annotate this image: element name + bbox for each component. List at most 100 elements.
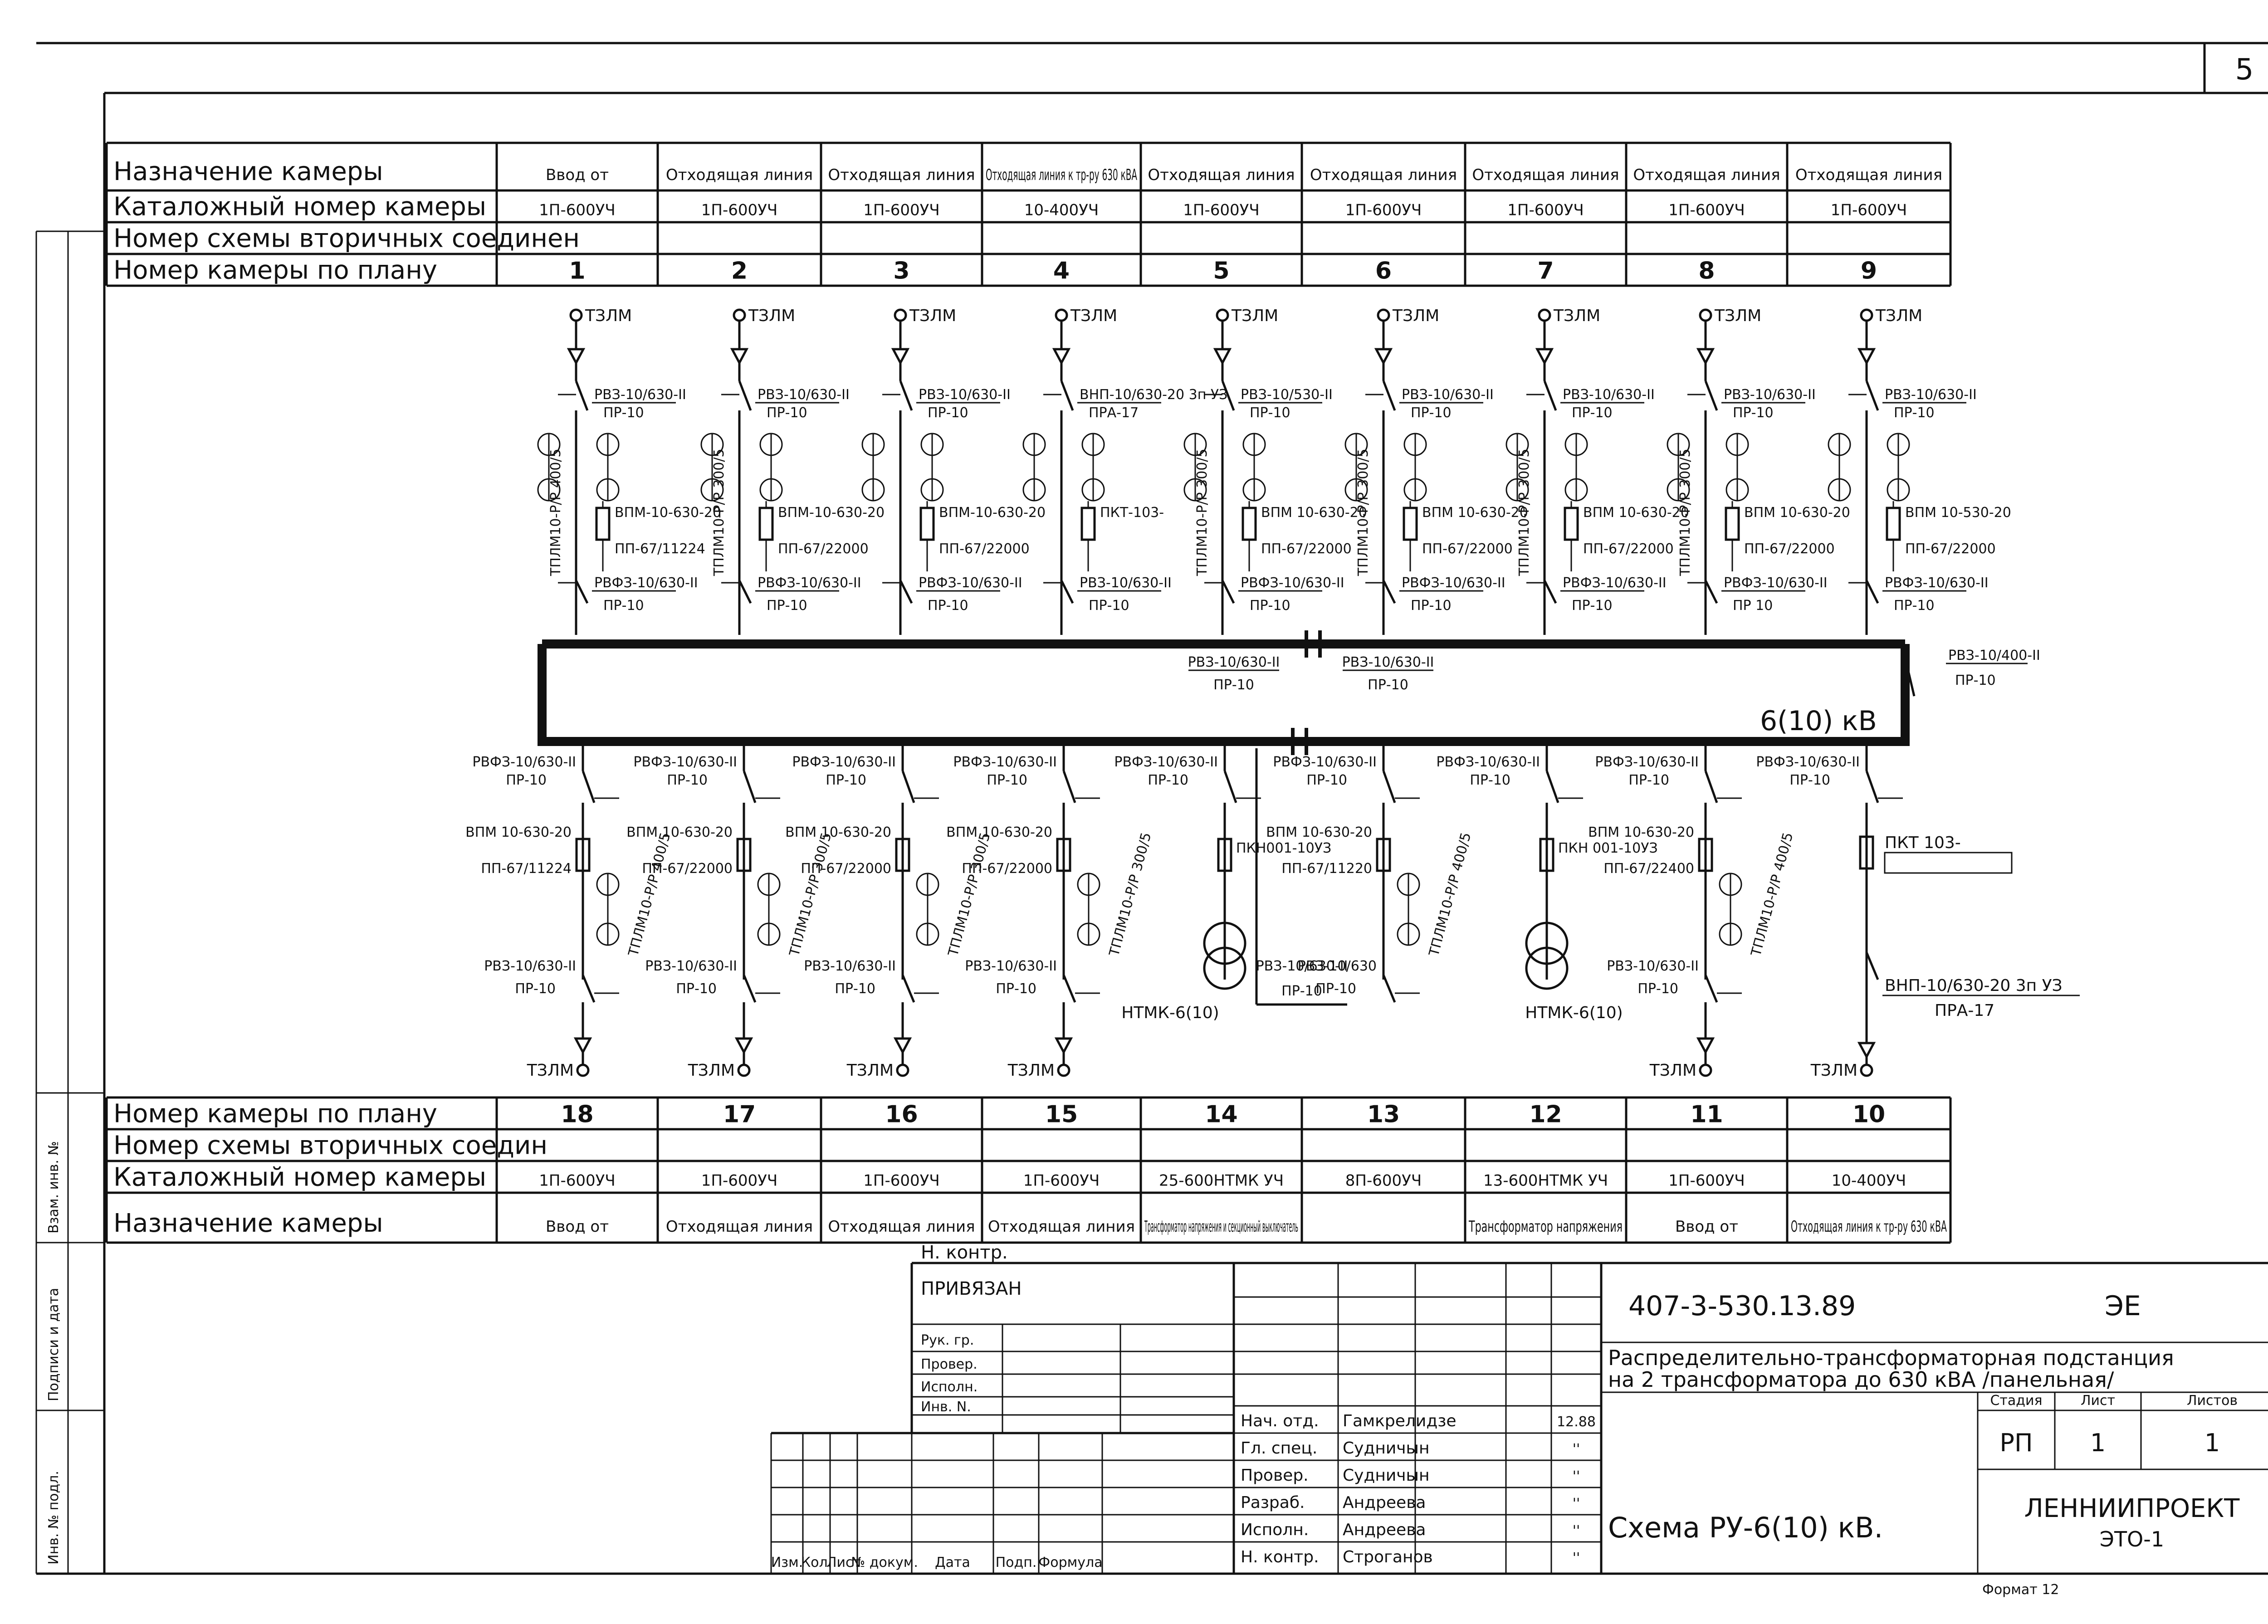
cable-end-icon [567,348,586,366]
current-transformer-label: ТПЛМ10-Р/Р 400/5 [1748,831,1797,958]
project-title-line1: Распределительно-трансформаторная подста… [1608,1346,2174,1370]
circuit-breaker-icon [1242,507,1257,541]
drive-label: ПП-67/11224 [615,541,705,557]
upper-switch-label: РВЗ-10/630-II [1402,387,1494,403]
cable-sensor-label: ТЗЛМ [585,307,632,325]
cable-sensor-label: ТЗЛМ [1649,1061,1696,1080]
drive-label: ПП-67/11220 [1281,861,1372,877]
cable-end-icon [573,1037,592,1055]
signer-role: Гл. спец. [1241,1439,1317,1458]
lower-switch-label: РВФЗ-10/630-II [1241,575,1344,591]
signer-name: Строганов [1343,1548,1433,1566]
lower-fuse-label: ПР-10 [1250,598,1290,614]
voltage-transformer-icon [1203,922,1246,965]
disconnector-blade [1060,580,1074,604]
cable-sensor-icon [733,308,746,322]
cable-sensor-icon [1055,308,1068,322]
lower-fuse-label: ПР-10 [996,981,1036,997]
top-catalog-cell: 1П-600УЧ [1345,201,1422,219]
top-number-cell: 4 [1053,258,1070,285]
signer-role: Провер. [1241,1466,1309,1485]
voltage-transformer-icon [1203,946,1246,990]
drive-label: ПП-67/11224 [481,861,572,877]
disconnector-blade [1382,771,1396,803]
top-purpose-cell: Отходящая линия [1795,166,1942,184]
bottom-purpose-cell: Отходящая линия [988,1218,1135,1236]
revision-header: Формула [1038,1555,1102,1570]
upper-fuse-label: ПР-10 [1306,772,1347,788]
cable-end-icon [891,348,910,366]
top-catalog-cell: 1П-600УЧ [1831,201,1907,219]
revision-header: Кол. [801,1555,832,1570]
disconnector-blade [575,580,589,604]
lower-fuse-label: ПР-10 [928,598,968,614]
top-purpose-cell: Отходящая линия [666,166,813,184]
title-block: Н. контр. ПРИВЯЗАН Рук. гр. Провер. Испо… [770,1242,2268,1598]
lower-fuse-label: ПР-10 [1894,598,1935,614]
disconnector-blade [1865,580,1879,604]
circuit-breaker-icon [1564,507,1579,541]
bottom-row-label-number: Номер камеры по плану [113,1099,437,1129]
bottom-purpose-cell: Отходящая линия [828,1218,975,1236]
upper-fuse-label: ПР-10 [1470,772,1510,788]
signer-role: Н. контр. [1241,1548,1319,1566]
disconnector-blade [1060,380,1074,411]
top-purpose-cell: Отходящая линия [828,166,975,184]
fuse-label: ПКН 001-10УЗ [1558,840,1658,856]
cable-sensor-icon [576,1063,590,1077]
circuit-breaker-icon [575,838,591,872]
top-row-label-purpose: Назначение камеры [113,157,383,186]
current-transformer-label: ТПЛМ10-Р/Р 300/5 [1194,449,1210,576]
breaker-label: ПКТ-103- [1100,505,1164,521]
disconnector-blade [1062,975,1076,1003]
upper-fuse-label: ПР-10 [1894,405,1935,421]
bottom-number-cell: 18 [561,1101,593,1128]
cable-sensor-icon [1216,308,1229,322]
current-transformer-label: ТПЛМ10-Р/Р 300/5 [711,449,727,576]
drive-label: ПП-67/22000 [1744,541,1835,557]
circuit-breaker-icon [1403,507,1418,541]
upper-switch-label: РВЗ-10/630-II [1724,387,1816,403]
lower-fuse-label: ПР-10 [767,598,807,614]
upper-fuse-label: ПР-10 [987,772,1027,788]
signer-date: 12.88 [1557,1414,1596,1430]
lower-switch-label: РВЗ-10/630-II [1607,958,1699,974]
top-number-cell: 5 [1213,258,1229,285]
upper-switch-label: РВЗ-10/530-II [1241,387,1333,403]
cable-sensor-label: ТЗЛМ [909,307,956,325]
lower-switch-label: РВЗ-10/630-II [965,958,1057,974]
circuit-breaker-icon [736,838,752,872]
current-transformer-label: ТПЛМ10-Р/Р 300/5 [945,831,994,958]
drive-label: ПП-67/22000 [778,541,869,557]
current-transformer-label: ТПЛМ10-Р/Р 300/5 [1677,449,1693,576]
breaker-label: ВПМ-10-630-20 [939,505,1046,521]
cable-sensor-label: ТЗЛМ [846,1061,894,1080]
lower-fuse-label: ПР-10 [1637,981,1678,997]
cable-sensor-icon [894,308,907,322]
role-group-lead: Рук. гр. [921,1332,974,1348]
top-number-cell: 2 [731,258,748,285]
top-purpose-cell: Отходящая линия [1633,166,1780,184]
bottom-number-cell: 12 [1529,1101,1562,1128]
cell13-section-fuse-label: ПР-10 [1281,983,1322,999]
signer-name: Андреева [1343,1521,1426,1539]
lower-fuse-label: ПР-10 [835,981,875,997]
right-switch-label: РВЗ-10/400-II [1948,648,2040,663]
sheet-value: 1 [2090,1429,2106,1457]
upper-switch-label: РВФЗ-10/630-II [1273,754,1377,770]
circuit-breaker-icon [1886,507,1901,541]
cable-sensor-label: ТЗЛМ [1392,307,1439,325]
bottom-catalog-cell: 8П-600УЧ [1345,1172,1422,1190]
fuse-label: ПКТ 103- [1885,834,1961,852]
fuse-label: ПКН001-10УЗ [1236,840,1331,856]
upper-switch-label: РВФЗ-10/630-II [1436,754,1540,770]
